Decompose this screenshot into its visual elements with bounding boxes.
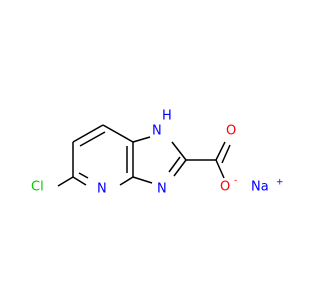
bond-c2-n3: [173, 159, 187, 177]
sodium-charge-label: +: [276, 178, 284, 188]
imidazole-nitrogen-label: N: [157, 182, 167, 197]
bond-n1-c2: [171, 141, 187, 161]
bond-c1-c2-inner: [79, 131, 106, 147]
bond-c1-c7a: [102, 124, 134, 143]
nh-hydrogen-label: H: [162, 109, 172, 124]
molecule-structure: Cl N N H N O O - Na +: [31, 109, 284, 197]
bond-ccarb-o-double-b: [221, 144, 231, 164]
carbonyl-oxygen-label: O: [226, 124, 236, 139]
bond-c1-c2: [72, 124, 104, 143]
sodium-atom-label: Na: [251, 180, 269, 195]
bond-n3-c3a: [132, 176, 153, 184]
pyridine-nitrogen-label: N: [97, 182, 107, 197]
anion-oxygen-label: O: [220, 180, 230, 195]
nh-nitrogen-label: N: [152, 124, 162, 139]
bond-c3-n4: [72, 176, 87, 186]
atom-labels: Cl N N H N O O - Na +: [31, 109, 284, 197]
chlorine-atom-label: Cl: [31, 180, 44, 195]
bond-c2-n3-inner: [168, 156, 181, 173]
anion-charge-label: -: [234, 176, 237, 186]
bond-c3-cl: [57, 176, 74, 187]
bonds: [57, 124, 231, 187]
bond-c3-n4-inner: [78, 172, 89, 179]
bond-ccarb-o-double-a: [215, 141, 226, 161]
bond-c7a-n1: [132, 136, 151, 143]
bond-n4-c3a: [119, 176, 134, 186]
bond-ccarb-o-single: [215, 159, 225, 179]
